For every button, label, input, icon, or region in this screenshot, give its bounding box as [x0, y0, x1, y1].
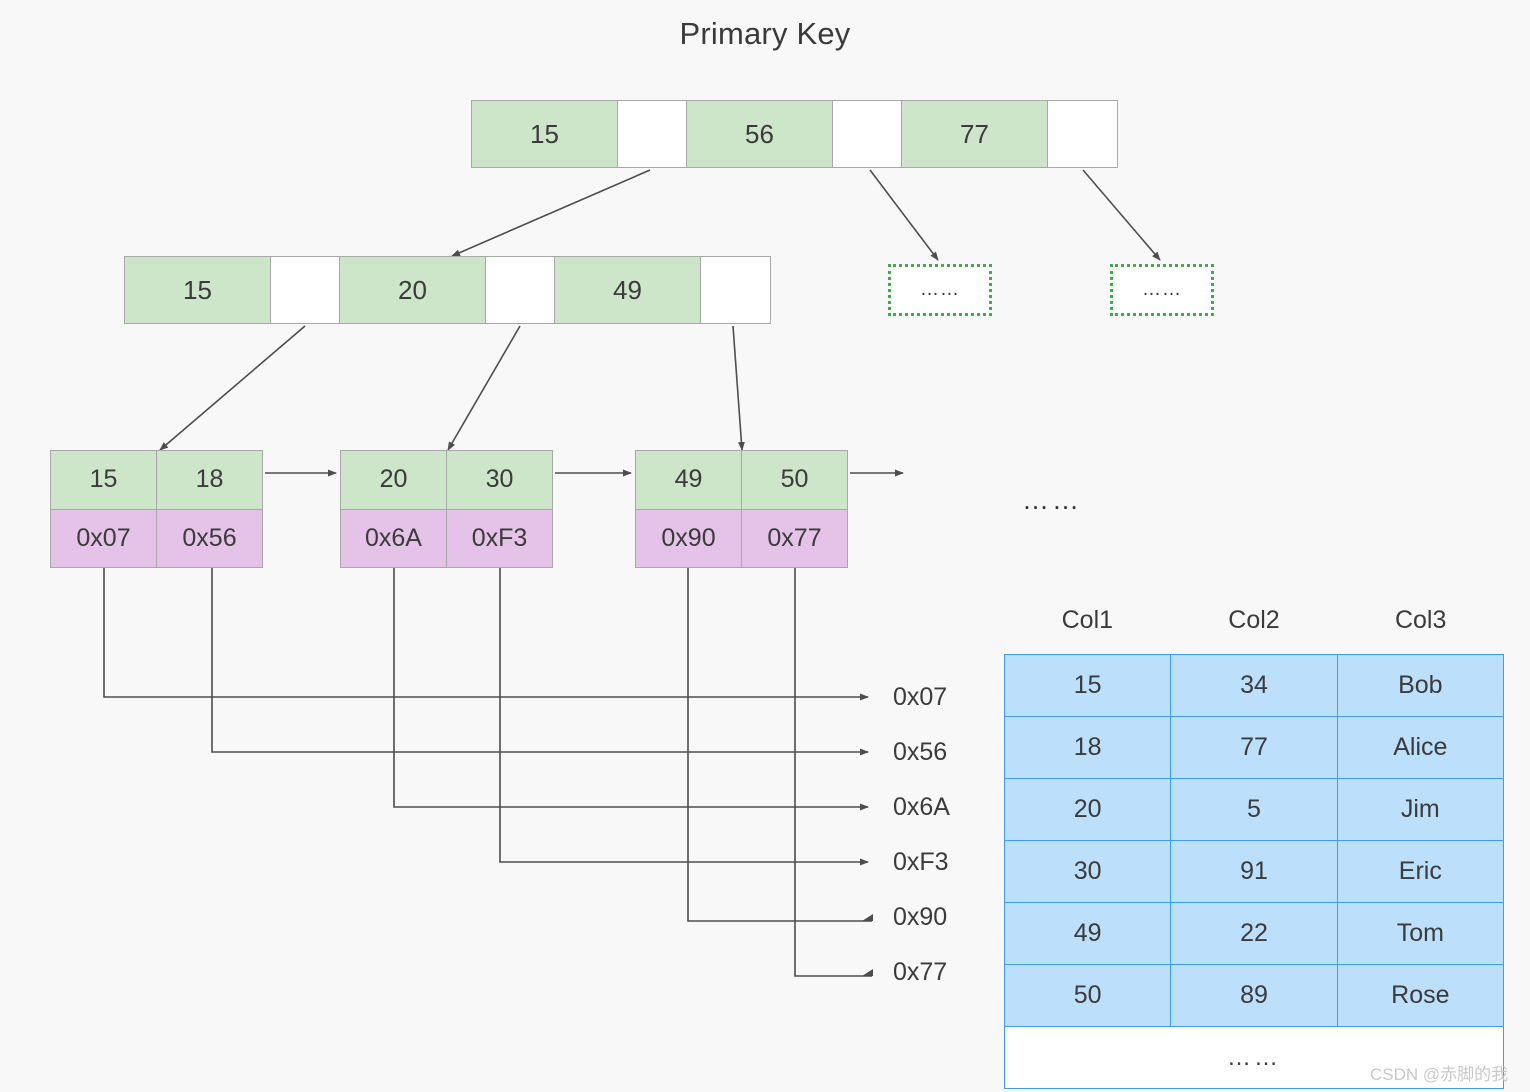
- cell-col1: 18: [1003, 716, 1172, 779]
- leaf-node-2[interactable]: 20 30 0x6A 0xF3: [340, 450, 553, 568]
- table-row[interactable]: 30 91 Eric: [1003, 840, 1505, 903]
- leaf-3-address-0[interactable]: 0x90: [636, 509, 742, 567]
- column-header-col2: Col2: [1228, 606, 1280, 634]
- placeholder-node-2: ……: [1110, 264, 1214, 316]
- cell-col3: Tom: [1336, 902, 1505, 965]
- internal-pointer-cell-0[interactable]: [271, 257, 340, 323]
- leaf-chain-ellipsis: ……: [1022, 485, 1082, 515]
- root-key-cell-1[interactable]: 56: [687, 101, 833, 167]
- leaf-2-key-1[interactable]: 30: [447, 451, 552, 509]
- address-label-0x56: 0x56: [893, 738, 948, 766]
- cell-col3: Eric: [1336, 840, 1505, 903]
- edge-internal-to-leaf-2: [447, 325, 521, 451]
- cell-col3: Rose: [1336, 964, 1505, 1027]
- cell-col1: 50: [1003, 964, 1172, 1027]
- data-table: 15 34 Bob 18 77 Alice 20 5 Jim 30 91 Eri…: [1003, 654, 1505, 1089]
- address-label-0xF3: 0xF3: [893, 848, 949, 876]
- address-label-0x90: 0x90: [893, 903, 948, 931]
- address-label-0x6A: 0x6A: [893, 793, 950, 821]
- edge-addr-0x77: [794, 568, 873, 977]
- leaf-2-key-row: 20 30: [341, 451, 552, 510]
- table-row-more: ……: [1004, 1026, 1504, 1089]
- cell-col2: 34: [1170, 654, 1338, 717]
- cell-col3: Jim: [1336, 778, 1505, 841]
- root-pointer-cell-1[interactable]: [833, 101, 902, 167]
- edge-internal-to-leaf-1: [159, 325, 306, 451]
- leaf-1-address-row: 0x07 0x56: [51, 509, 262, 567]
- cell-col2: 91: [1170, 840, 1338, 903]
- internal-key-cell-2[interactable]: 49: [555, 257, 701, 323]
- leaf-node-1[interactable]: 15 18 0x07 0x56: [50, 450, 263, 568]
- table-row[interactable]: 15 34 Bob: [1003, 654, 1505, 717]
- cell-col3: Alice: [1336, 716, 1505, 779]
- address-label-0x07: 0x07: [893, 683, 948, 711]
- cell-col1: 15: [1003, 654, 1172, 717]
- cell-col1: 20: [1003, 778, 1172, 841]
- leaf-2-key-0[interactable]: 20: [341, 451, 447, 509]
- cell-col2: 5: [1170, 778, 1338, 841]
- edge-addr-0xF3: [499, 568, 869, 866]
- internal-node[interactable]: 15 20 49: [124, 256, 771, 324]
- table-row[interactable]: 50 89 Rose: [1003, 964, 1505, 1027]
- leaf-2-address-row: 0x6A 0xF3: [341, 509, 552, 567]
- leaf-2-address-1[interactable]: 0xF3: [447, 509, 552, 567]
- leaf-2-address-0[interactable]: 0x6A: [341, 509, 447, 567]
- table-row[interactable]: 18 77 Alice: [1003, 716, 1505, 779]
- edge-addr-0x07: [103, 568, 869, 701]
- leaf-3-key-0[interactable]: 49: [636, 451, 742, 509]
- placeholder-node-1: ……: [888, 264, 992, 316]
- internal-key-cell-1[interactable]: 20: [340, 257, 486, 323]
- edge-internal-to-leaf-3: [732, 325, 745, 451]
- column-header-col1: Col1: [1061, 606, 1114, 634]
- edge-addr-0x90: [687, 568, 873, 922]
- leaf-3-address-1[interactable]: 0x77: [742, 509, 847, 567]
- cell-col2: 77: [1170, 716, 1338, 779]
- edge-addr-0x56: [211, 568, 869, 756]
- edge-root-to-placeholder-1: [869, 169, 939, 261]
- data-table-headers: Col1 Col2 Col3: [1004, 606, 1504, 635]
- cell-col2: 89: [1170, 964, 1338, 1027]
- leaf-3-key-row: 49 50: [636, 451, 847, 510]
- root-pointer-cell-2[interactable]: [1048, 101, 1117, 167]
- leaf-1-address-0[interactable]: 0x07: [51, 509, 157, 567]
- watermark: CSDN @赤脚的我: [1370, 1065, 1509, 1084]
- internal-pointer-cell-2[interactable]: [701, 257, 770, 323]
- internal-pointer-cell-1[interactable]: [486, 257, 555, 323]
- root-pointer-cell-0[interactable]: [618, 101, 687, 167]
- leaf-1-key-0[interactable]: 15: [51, 451, 157, 509]
- edge-addr-0x6A: [393, 568, 869, 811]
- address-label-0x77: 0x77: [893, 958, 948, 986]
- cell-col2: 22: [1170, 902, 1338, 965]
- root-node[interactable]: 15 56 77: [471, 100, 1118, 168]
- table-row[interactable]: 20 5 Jim: [1003, 778, 1505, 841]
- leaf-node-3[interactable]: 49 50 0x90 0x77: [635, 450, 848, 568]
- page-title: Primary Key: [679, 16, 851, 51]
- table-more-ellipsis: ……: [1004, 1026, 1504, 1089]
- root-key-cell-0[interactable]: 15: [472, 101, 618, 167]
- edge-root-to-placeholder-2: [1082, 169, 1161, 261]
- column-header-col3: Col3: [1394, 606, 1447, 634]
- leaf-1-key-1[interactable]: 18: [157, 451, 262, 509]
- root-key-cell-2[interactable]: 77: [902, 101, 1048, 167]
- leaf-3-key-1[interactable]: 50: [742, 451, 847, 509]
- cell-col1: 30: [1003, 840, 1172, 903]
- leaf-3-address-row: 0x90 0x77: [636, 509, 847, 567]
- leaf-1-key-row: 15 18: [51, 451, 262, 510]
- cell-col1: 49: [1003, 902, 1172, 965]
- table-row[interactable]: 49 22 Tom: [1003, 902, 1505, 965]
- leaf-1-address-1[interactable]: 0x56: [157, 509, 262, 567]
- edge-root-to-internal: [451, 169, 651, 257]
- internal-key-cell-0[interactable]: 15: [125, 257, 271, 323]
- cell-col3: Bob: [1336, 654, 1505, 717]
